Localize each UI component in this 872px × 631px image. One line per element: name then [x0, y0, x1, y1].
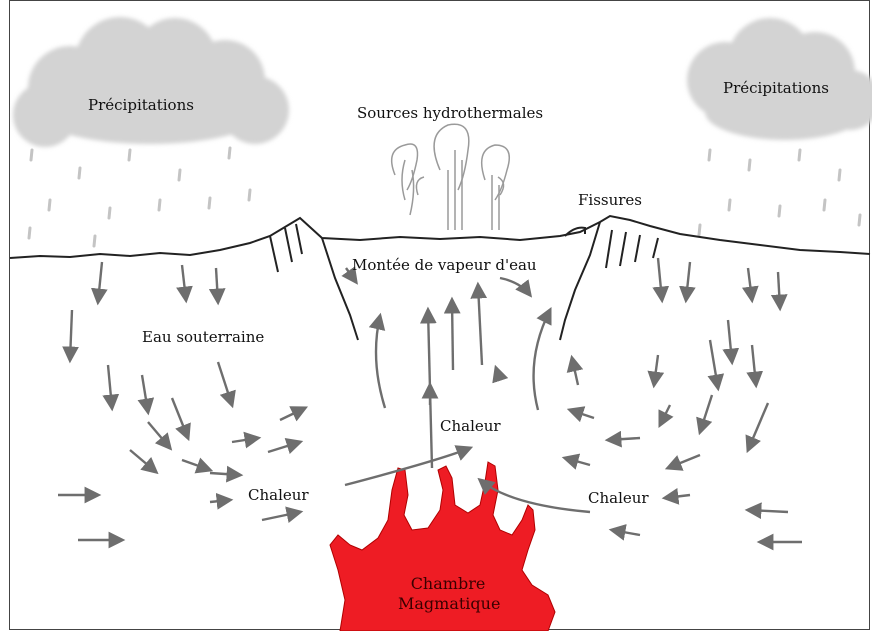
geyser-plumes-icon — [392, 124, 510, 230]
cloud-left-icon — [13, 17, 289, 147]
arrow — [658, 258, 662, 300]
arrow — [612, 530, 640, 535]
arrow — [148, 422, 170, 448]
arrow — [668, 455, 700, 468]
arrow — [748, 403, 768, 450]
arrow — [262, 512, 300, 520]
arrow — [376, 316, 385, 408]
label-magma-line2: Magmatique — [398, 594, 498, 614]
arrow — [98, 262, 102, 302]
arrow — [748, 510, 788, 512]
arrow — [728, 320, 732, 362]
arrow — [572, 358, 578, 385]
right-fissure-walls — [560, 222, 658, 340]
arrow — [268, 442, 300, 452]
arrow — [142, 375, 148, 412]
label-vapour-rise: Montée de vapeur d'eau — [352, 256, 537, 274]
arrow — [172, 398, 188, 438]
arrow — [752, 345, 756, 385]
label-fissures: Fissures — [578, 191, 642, 209]
arrow — [608, 438, 640, 440]
arrow — [778, 272, 780, 308]
arrow — [210, 500, 230, 502]
label-groundwater: Eau souterraine — [142, 328, 264, 346]
label-heat-right: Chaleur — [588, 489, 649, 507]
arrow — [654, 355, 658, 385]
arrow — [710, 340, 718, 388]
arrow — [700, 395, 712, 432]
arrow — [565, 458, 590, 465]
arrow — [70, 310, 72, 360]
arrow — [748, 268, 752, 300]
arrow — [232, 438, 258, 442]
arrow — [478, 285, 482, 365]
label-heat-left: Chaleur — [248, 486, 309, 504]
arrow — [686, 262, 690, 300]
label-magma-line1: Chambre — [398, 574, 498, 594]
arrow — [108, 365, 112, 408]
rain-right-icon — [699, 150, 860, 235]
arrow — [182, 265, 186, 300]
label-hydrothermal-sources: Sources hydrothermales — [357, 104, 543, 122]
label-heat-center: Chaleur — [440, 417, 501, 435]
arrow — [280, 408, 305, 420]
left-fissure-walls — [270, 224, 358, 340]
label-magma-chamber: Chambre Magmatique — [398, 574, 498, 614]
ground-surface — [10, 216, 870, 258]
arrow — [182, 460, 210, 470]
arrow — [665, 495, 690, 498]
label-precipitations-left: Précipitations — [88, 96, 194, 114]
arrow — [452, 300, 453, 370]
arrow — [130, 450, 156, 472]
arrow — [218, 362, 232, 405]
arrow — [570, 410, 594, 418]
arrow — [496, 368, 500, 380]
arrow — [216, 268, 218, 302]
rain-left-icon — [29, 148, 250, 246]
arrow — [660, 405, 670, 425]
arrow — [210, 473, 240, 475]
label-precipitations-right: Précipitations — [723, 79, 829, 97]
arrow — [500, 278, 530, 295]
arrow — [534, 310, 550, 410]
flow-arrows — [58, 258, 802, 542]
